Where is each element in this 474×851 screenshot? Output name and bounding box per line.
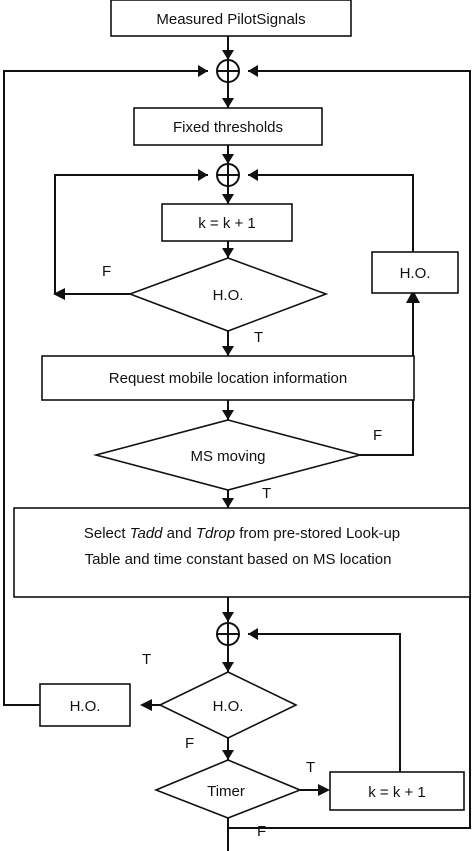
sum-junction-2 [216,163,240,187]
arrow-into-ho-right [406,290,420,303]
branch-labels: F T F T T F T F [102,263,382,840]
arrow-into-sum3-right [248,628,258,640]
label-t-moving: T [262,485,271,502]
label-f-moving: F [373,427,382,444]
arrow-into-sum2-right [248,169,258,181]
ho-right-label: H.O. [400,265,431,282]
moving-label: MS moving [190,448,265,465]
request-location-box: Request mobile location information [41,355,415,401]
select-line-1: Select Tadd and Tdrop from pre-stored Lo… [84,525,400,542]
arrow-into-inc2 [318,784,330,796]
label-t-ho1: T [254,329,263,346]
arrow-into-request [222,346,234,356]
request-label: Request mobile location information [109,370,347,387]
arrow-into-sum2 [222,154,234,164]
arrow-into-inc1 [222,194,234,204]
timer-label: Timer [207,783,245,800]
ho-box-right: H.O. [371,251,459,294]
ho-box-left: H.O. [39,683,131,727]
increment-box-1: k = k + 1 [161,203,293,242]
label-f-ho2: F [185,735,194,752]
label-t-ho2: T [142,651,151,668]
arrowheads [53,50,420,796]
label-f-ho1: F [102,263,111,280]
fixed-thresholds-box: Fixed thresholds [133,107,323,146]
arrow-into-sum1-left [198,65,208,77]
fixed-label: Fixed thresholds [173,119,283,136]
arrow-into-timer [222,750,234,760]
sum-junction-1 [216,59,240,83]
timer-decision: Timer [153,759,303,819]
ms-moving-decision: MS moving [92,419,364,491]
label-f-timer: F [257,823,266,840]
arrow-into-fixed [222,98,234,108]
arrow-into-ho2 [222,662,234,672]
arrow-into-sum3 [222,612,234,622]
arrow-into-moving [222,410,234,420]
arrow-into-sum2-left [198,169,208,181]
arrow-into-sum1-right [248,65,258,77]
inc1-label: k = k + 1 [198,215,256,232]
arrow-into-ho-left [140,699,152,711]
ho1-label: H.O. [213,287,244,304]
select-thresholds-box: Select Tadd and Tdrop from pre-stored Lo… [13,507,471,598]
arrow-into-select [222,498,234,508]
increment-box-2: k = k + 1 [329,771,465,811]
arrow-into-ho1 [222,248,234,258]
ho2-label: H.O. [213,698,244,715]
arrow-f-left [53,288,65,300]
label-t-timer: T [306,759,315,776]
sum-junction-3 [216,622,240,646]
arrow-into-sum1 [222,50,234,60]
ho-decision-2: H.O. [158,671,298,739]
measured-pilot-signals-box: Measured PilotSignals [110,0,352,37]
ho-left-label: H.O. [70,698,101,715]
select-line-2: Table and time constant based on MS loca… [85,551,392,568]
ho-decision-1: H.O. [127,257,329,332]
inc2-label: k = k + 1 [368,784,426,801]
measured-label: Measured PilotSignals [156,11,305,28]
